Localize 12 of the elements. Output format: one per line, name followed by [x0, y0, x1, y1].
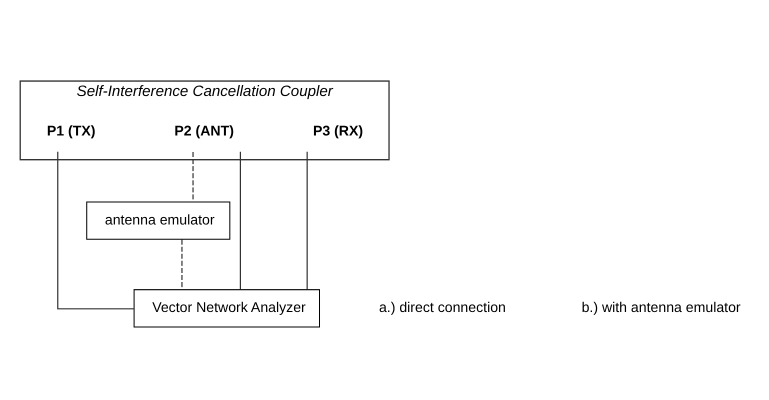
node-text: P3 (RX)	[312, 122, 364, 139]
node-text: P1 (TX)	[46, 122, 96, 139]
connector	[306, 152, 308, 290]
label: a.) direct connection	[378, 299, 506, 316]
connector	[240, 152, 241, 290]
node-box: antenna emulator	[86, 202, 230, 240]
connector	[181, 240, 183, 290]
node-text: P2 (ANT)	[174, 122, 234, 139]
connector	[192, 152, 194, 202]
connector	[57, 152, 134, 310]
node-box: Vector Network Analyzer	[134, 289, 320, 328]
label: b.) with antenna emulator	[582, 299, 741, 316]
